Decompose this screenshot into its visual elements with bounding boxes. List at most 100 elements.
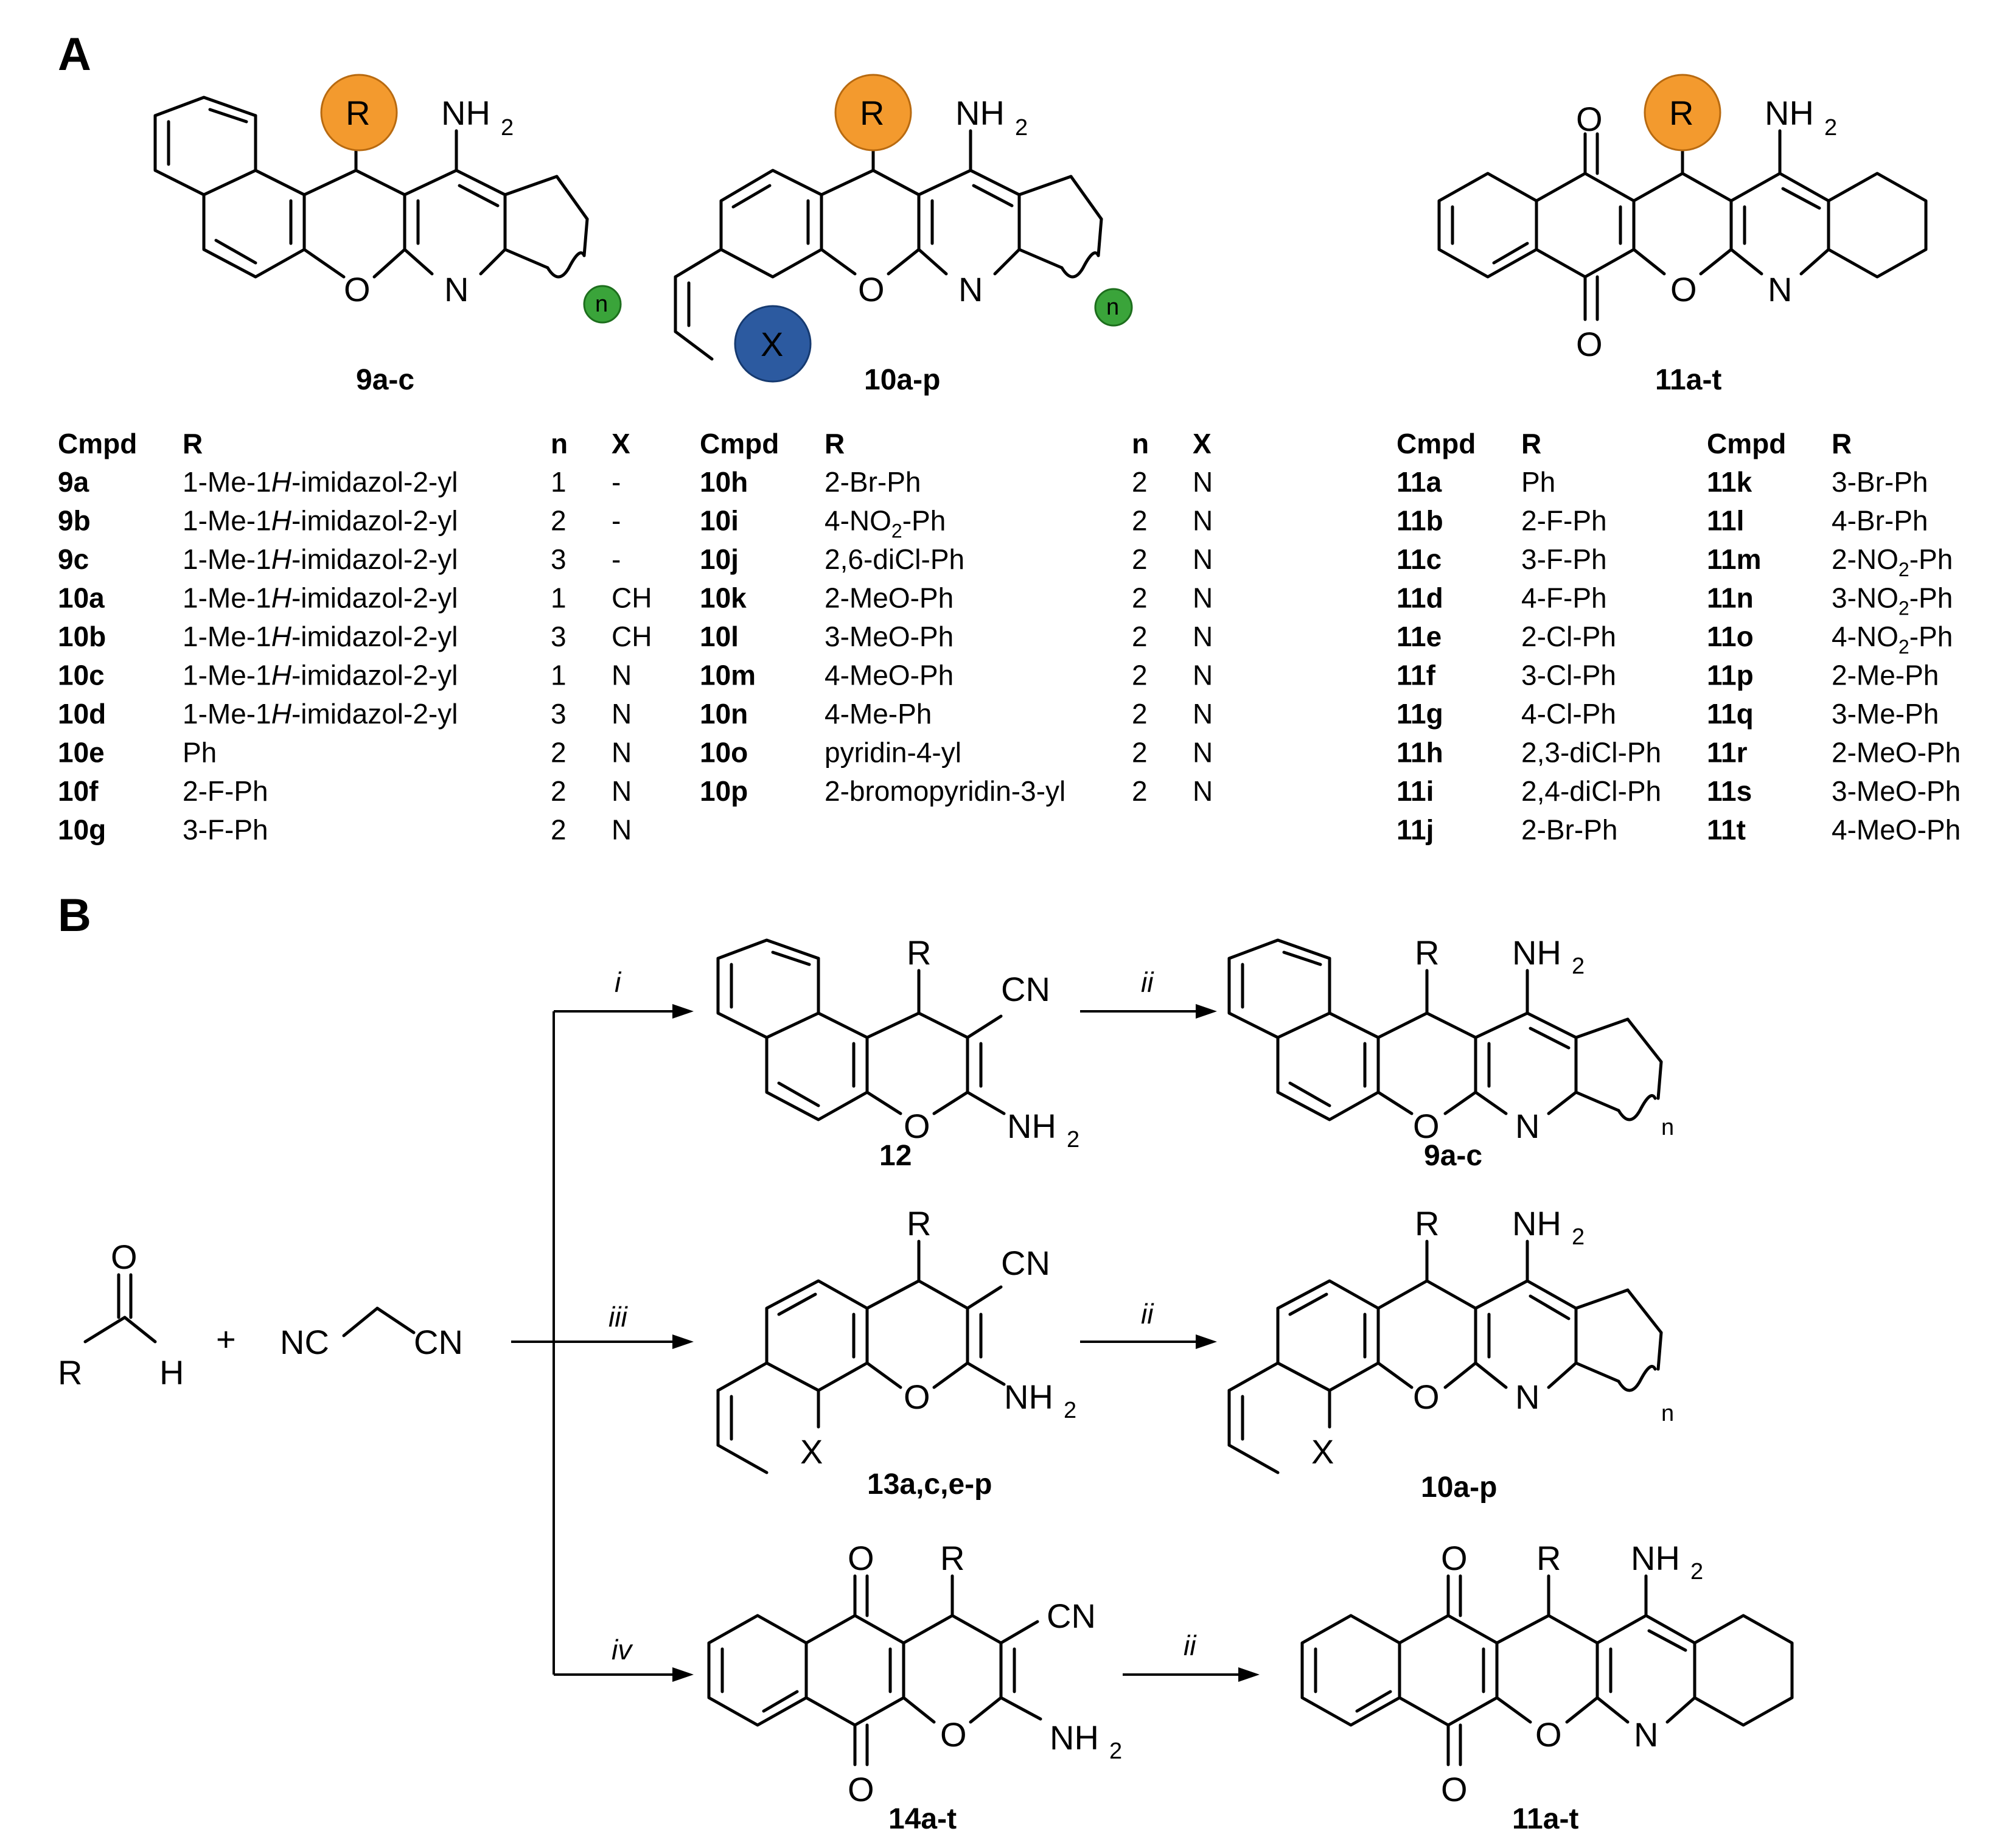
- svg-text:NH: NH: [1512, 1204, 1561, 1243]
- svg-text:H: H: [159, 1353, 184, 1392]
- svg-text:NC: NC: [280, 1323, 329, 1361]
- table-cell-r: 2-Me-Ph: [1832, 660, 1939, 691]
- r-bubble-icon: [320, 74, 398, 152]
- svg-text:ii: ii: [1141, 966, 1154, 998]
- table-cell-cmpd: 10k: [700, 582, 747, 614]
- x-bubble-icon: [734, 305, 812, 383]
- product-10: R NH 2 O N X n 10a-p: [1227, 1204, 1674, 1504]
- table-cell-r: 4-F-Ph: [1521, 582, 1607, 614]
- table-cell-x: N: [1193, 698, 1213, 730]
- table-cell-r: Ph: [183, 737, 217, 769]
- panel-label-b: B: [58, 890, 91, 941]
- table-cell-r: 3-MeO-Ph: [1832, 775, 1961, 807]
- svg-text:O: O: [1576, 325, 1603, 363]
- svg-text:NH: NH: [1765, 94, 1814, 132]
- table-cell-r: 2,4-diCl-Ph: [1521, 775, 1661, 807]
- table-cell-cmpd: 11g: [1397, 698, 1443, 730]
- svg-text:O: O: [1535, 1715, 1562, 1754]
- table-cell-n: 2: [1132, 775, 1148, 807]
- step-ii-arrows: ii ii ii: [1080, 966, 1260, 1682]
- product-11-caption: 11a-t: [1512, 1803, 1578, 1835]
- svg-text:R: R: [825, 428, 845, 459]
- table-cell-x: N: [1193, 737, 1213, 769]
- svg-text:O: O: [1441, 1770, 1468, 1808]
- table-cell-x: N: [1193, 466, 1213, 498]
- svg-text:O: O: [1441, 1539, 1468, 1577]
- svg-text:O: O: [848, 1770, 874, 1808]
- table-cell-r: 3-NO2-Ph: [1832, 582, 1953, 619]
- table-cell-n: 2: [1132, 660, 1148, 691]
- table-cell-r: 3-Me-Ph: [1832, 698, 1939, 730]
- svg-text:Cmpd: Cmpd: [1707, 428, 1786, 459]
- table-cell-cmpd: 10m: [700, 660, 756, 691]
- table-cell-cmpd: 9a: [58, 466, 89, 498]
- svg-text:2: 2: [1690, 1559, 1703, 1585]
- table-cell-cmpd: 9b: [58, 505, 91, 537]
- table-cell-x: N: [612, 737, 632, 769]
- table-cell-cmpd: 10j: [700, 543, 739, 575]
- table-cell-r: 4-MeO-Ph: [825, 660, 954, 691]
- table-cell-r: 3-F-Ph: [183, 814, 268, 846]
- table-cell-cmpd: 11c: [1397, 543, 1442, 575]
- table-cell-r: 4-Cl-Ph: [1521, 698, 1616, 730]
- svg-text:R: R: [1415, 933, 1439, 972]
- table-cell-cmpd: 11n: [1707, 582, 1754, 614]
- table-cell-cmpd: 11h: [1397, 737, 1443, 769]
- svg-text:N: N: [958, 270, 983, 309]
- svg-text:2: 2: [1015, 115, 1028, 141]
- svg-text:NH: NH: [1631, 1539, 1680, 1577]
- svg-text:ii: ii: [1184, 1630, 1197, 1661]
- table-cell-x: N: [1193, 543, 1213, 575]
- svg-text:N: N: [1768, 270, 1792, 309]
- structure-12: R CN O NH 2 12: [716, 933, 1079, 1172]
- table-cell-cmpd: 10p: [700, 775, 748, 807]
- table-cell-n: 3: [551, 621, 567, 652]
- table-cell-cmpd: 10i: [700, 505, 739, 537]
- svg-text:2: 2: [1572, 954, 1585, 979]
- svg-text:R: R: [1669, 94, 1693, 132]
- n-bubble-icon: [1094, 288, 1133, 327]
- svg-text:R: R: [346, 94, 370, 132]
- table-cell-n: 2: [551, 737, 567, 769]
- table-cell-n: 2: [551, 505, 567, 537]
- table-cell-cmpd: 10a: [58, 582, 105, 614]
- reactant-aldehyde: O R H: [58, 1238, 184, 1392]
- svg-text:2: 2: [1824, 115, 1837, 141]
- svg-text:N: N: [1515, 1107, 1539, 1145]
- svg-text:X: X: [800, 1432, 823, 1471]
- svg-text:R: R: [907, 933, 931, 972]
- svg-text:X: X: [1311, 1432, 1334, 1471]
- table-cell-r: 3-Cl-Ph: [1521, 660, 1616, 691]
- table-cell-r: 2-bromopyridin-3-yl: [825, 775, 1065, 807]
- table-cell-x: N: [1193, 505, 1213, 537]
- table-cell-x: CH: [612, 621, 652, 652]
- table-cell-cmpd: 10n: [700, 698, 748, 730]
- structure-9: n R NH 2 O N 9a-c: [153, 74, 622, 396]
- table-cell-x: N: [612, 775, 632, 807]
- table-cell-r: 2-Br-Ph: [1521, 814, 1617, 846]
- r-bubble-icon: [834, 74, 912, 152]
- table-cell-r: 1-Me-1H-imidazol-2-yl: [183, 582, 458, 614]
- table-cell-cmpd: 11q: [1707, 698, 1754, 730]
- table-cell-n: 2: [1132, 582, 1148, 614]
- svg-text:R: R: [58, 1353, 82, 1392]
- table-cell-x: N: [612, 660, 632, 691]
- reagent-iv: iv: [612, 1634, 633, 1665]
- svg-text:O: O: [1576, 100, 1603, 138]
- table-cell-n: 2: [1132, 698, 1148, 730]
- structure-10-caption: 10a-p: [864, 364, 940, 396]
- svg-text:Cmpd: Cmpd: [700, 428, 779, 459]
- svg-text:O: O: [858, 270, 885, 309]
- table-cell-cmpd: 11s: [1707, 775, 1752, 807]
- svg-text:CN: CN: [1001, 970, 1050, 1008]
- table-cell-cmpd: 11l: [1707, 505, 1744, 537]
- table-cell-x: N: [612, 698, 632, 730]
- svg-text:n: n: [595, 291, 608, 317]
- table-cell-r: 1-Me-1H-imidazol-2-yl: [183, 543, 458, 575]
- svg-text:NH: NH: [1512, 933, 1561, 972]
- table-cell-x: N: [612, 814, 632, 846]
- table-cell-cmpd: 10e: [58, 737, 105, 769]
- svg-text:2: 2: [1064, 1398, 1076, 1423]
